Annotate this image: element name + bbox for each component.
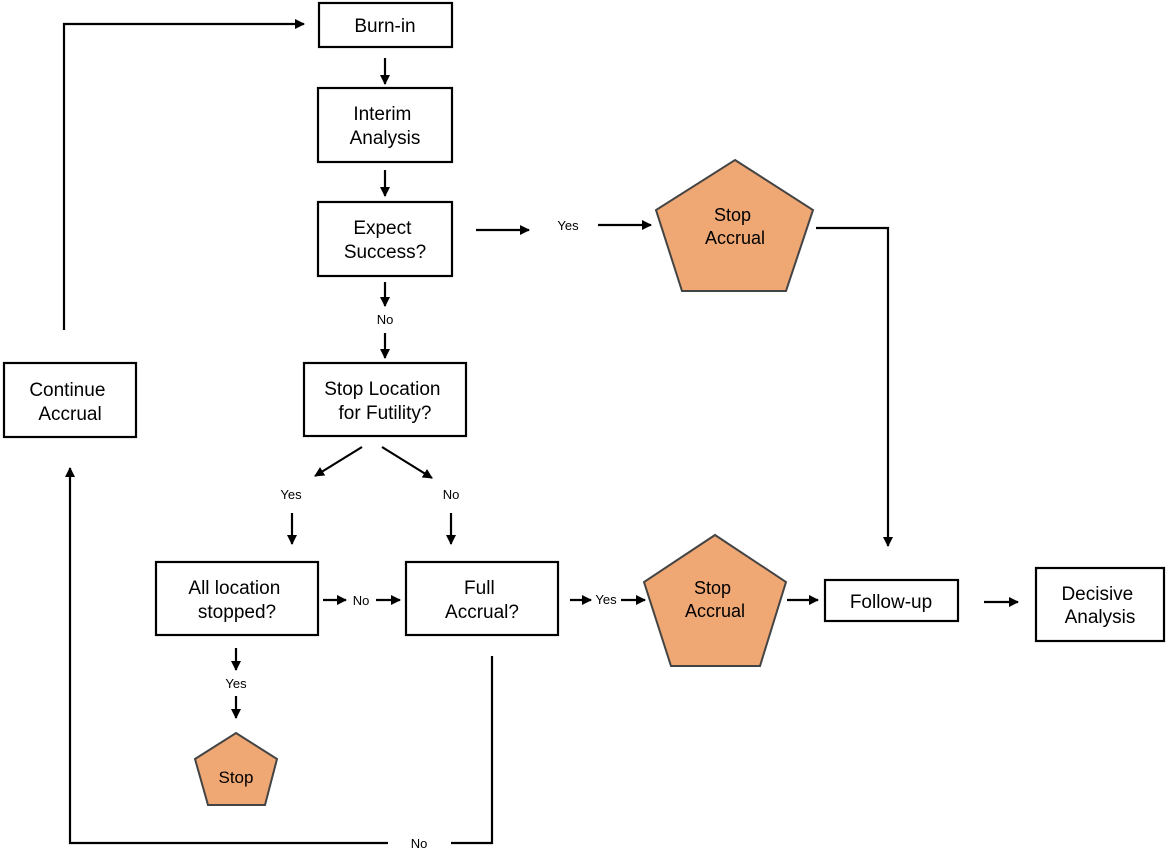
node-all-location-box: [154, 560, 320, 637]
arrow-no-to-continue-accrual: [65, 467, 388, 845]
node-decisive-analysis: Decisive Analysis: [1061, 584, 1138, 628]
node-interim-analysis: Interim Analysis: [350, 104, 421, 149]
node-stop-accrual-mid-shape: [642, 533, 788, 667]
node-stop-accrual-top-shape: [654, 158, 815, 292]
node-follow-up-box: [823, 578, 960, 623]
connectors: [62, 19, 1019, 845]
node-stop-location: Stop Location for Futility?: [324, 379, 445, 424]
node-stop: Stop: [219, 768, 254, 787]
label-expect-success-no: No: [377, 312, 394, 327]
label-futility-yes: Yes: [280, 487, 302, 502]
node-interim-analysis-box: [316, 86, 454, 164]
label-all-stopped-yes: Yes: [225, 676, 247, 691]
label-all-stopped-no: No: [353, 593, 370, 608]
node-expect-success: Expect Success?: [344, 218, 426, 263]
node-stop-accrual-mid: Stop Accrual: [685, 578, 745, 621]
label-futility-no: No: [443, 487, 460, 502]
node-burn-in: Burn-in: [354, 16, 415, 37]
arrow-continue-to-burnin: [62, 19, 305, 330]
node-stop-shape: [193, 731, 279, 806]
node-follow-up: Follow-up: [850, 592, 932, 613]
node-stop-accrual-top: Stop Accrual: [705, 205, 765, 248]
label-full-accrual-no: No: [411, 836, 428, 851]
node-continue-accrual-box: [2, 361, 138, 439]
node-all-location-stopped: All location stopped?: [188, 578, 285, 623]
node-full-accrual-box: [404, 560, 560, 637]
node-continue-accrual: Continue Accrual: [29, 380, 110, 425]
node-expect-success-box: [316, 200, 454, 278]
arrow-stop-location-to-yes: [314, 446, 363, 477]
arrow-stop-location-to-no: [381, 446, 433, 479]
node-full-accrual: Full Accrual?: [445, 578, 519, 623]
node-burn-in-box: [317, 1, 454, 49]
label-expect-success-yes: Yes: [557, 218, 579, 233]
label-full-accrual-yes: Yes: [595, 592, 617, 607]
node-decisive-analysis-box: [1034, 566, 1166, 643]
arrow-stop-accrual-top-to-followup: [816, 226, 893, 547]
node-stop-location-box: [302, 361, 468, 438]
line-full-accrual-no-down: [451, 656, 494, 845]
